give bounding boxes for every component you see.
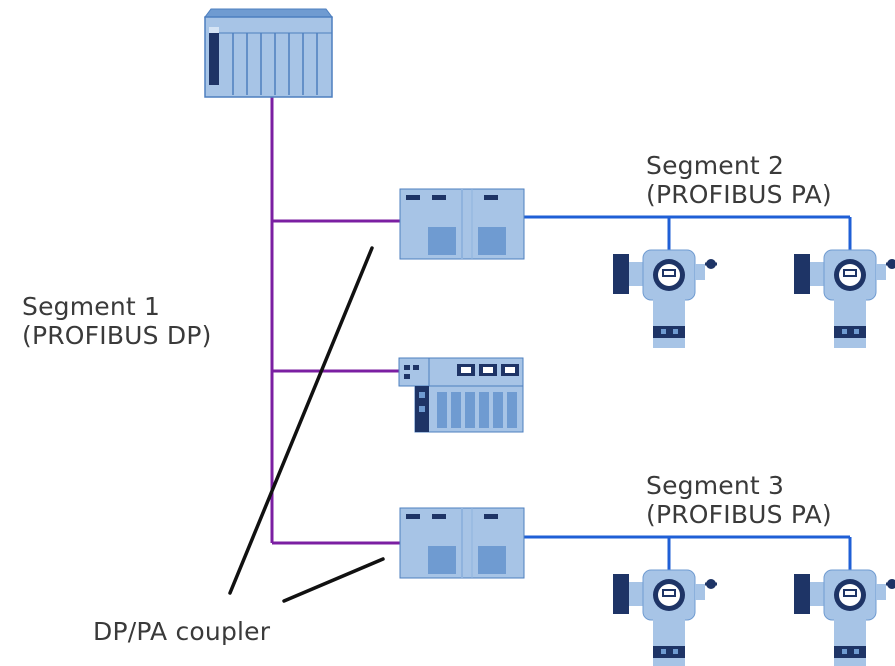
- remote-io-icon: [398, 357, 524, 433]
- profibus-dp-bus: [270, 90, 400, 545]
- segment-2-protocol: (PROFIBUS PA): [646, 180, 832, 209]
- segment-2-label: Segment 2 (PROFIBUS PA): [646, 151, 832, 209]
- coupler-pointer-line-lower: [282, 557, 385, 603]
- profibus-pa-segment-2-bus: [524, 215, 852, 250]
- profibus-pa-segment-3-bus: [524, 535, 852, 570]
- pressure-transmitter-icon: [792, 248, 895, 350]
- plc-controller-icon: [204, 8, 333, 98]
- pressure-transmitter-icon: [611, 248, 719, 350]
- segment-2-name: Segment 2: [646, 151, 785, 180]
- dp-pa-coupler-icon: [399, 507, 525, 579]
- segment-1-name: Segment 1: [22, 292, 161, 321]
- coupler-label: DP/PA coupler: [93, 617, 271, 646]
- pressure-transmitter-icon: [792, 568, 895, 666]
- segment-3-protocol: (PROFIBUS PA): [646, 500, 832, 529]
- segment-3-name: Segment 3: [646, 471, 785, 500]
- segment-1-label: Segment 1 (PROFIBUS DP): [22, 292, 212, 350]
- dp-pa-coupler-icon: [399, 188, 525, 260]
- coupler-pointer-line-upper: [228, 246, 374, 595]
- segment-3-label: Segment 3 (PROFIBUS PA): [646, 471, 832, 529]
- segment-1-protocol: (PROFIBUS DP): [22, 321, 212, 350]
- pressure-transmitter-icon: [611, 568, 719, 666]
